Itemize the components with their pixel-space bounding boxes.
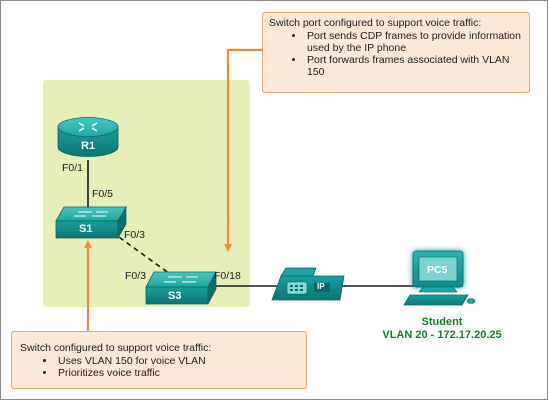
callout-switch-port: Switch port configured to support voice …: [262, 12, 530, 93]
pc-label: PC5: [427, 264, 448, 276]
callout-switch-config-bullet: Uses VLAN 150 for voice VLAN: [56, 355, 298, 367]
callout-switch-port-bullet: Port forwards frames associated with VLA…: [305, 54, 523, 78]
router-icon: [57, 117, 119, 157]
switch-s3-icon: [145, 271, 217, 305]
pc-icon: [403, 250, 476, 306]
student-title: Student: [421, 316, 463, 328]
port-label-s3-f0-18: F0/18: [214, 270, 241, 282]
callout-switch-port-title: Switch port configured to support voice …: [269, 17, 482, 29]
callout-switch-config: Switch configured to support voice traff…: [11, 331, 307, 389]
switch-s3-label: S3: [168, 290, 182, 302]
callout-switch-config-title: Switch configured to support voice traff…: [20, 342, 212, 354]
ip-phone-icon: [271, 267, 345, 301]
callout-switch-config-bullet: Prioritizes voice traffic: [56, 367, 298, 379]
switch-s1-icon: [55, 205, 127, 240]
port-label-s3-f0-3: F0/3: [125, 270, 147, 282]
port-label-s1-f0-5: F0/5: [92, 188, 114, 200]
port-label-s1-f0-3: F0/3: [124, 229, 146, 241]
student-vlan: VLAN 20 - 172.17.20.25: [382, 329, 502, 341]
callout-switch-port-bullet: Port sends CDP frames to provide informa…: [305, 30, 523, 54]
callout-arrow-top: [224, 48, 262, 252]
router-label: R1: [81, 140, 96, 152]
switch-s1-label: S1: [79, 223, 93, 235]
ip-phone-label: IP: [317, 282, 325, 291]
port-label-r1-f0-1: F0/1: [62, 162, 84, 174]
student-label: Student VLAN 20 - 172.17.20.25: [372, 316, 512, 342]
link-s1-s3: [111, 231, 171, 275]
